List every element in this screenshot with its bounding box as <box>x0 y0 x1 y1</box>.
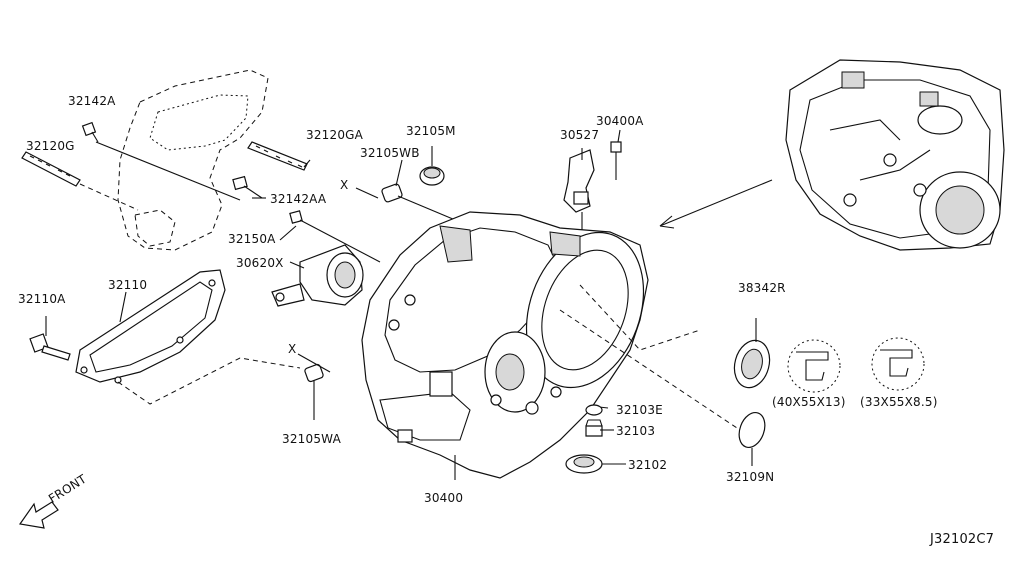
leader-cap <box>559 309 741 431</box>
marker-x-upper: X <box>340 178 349 192</box>
bolt-30400a <box>610 141 622 180</box>
transmission-housing-30400 <box>361 211 649 480</box>
part-label-32109n: 32109N <box>726 470 775 484</box>
part-label-30400a: 30400A <box>596 114 644 128</box>
upper-cover-dashed <box>117 69 269 251</box>
seal-section-a <box>787 339 841 393</box>
release-bearing-30620x <box>271 244 364 307</box>
part-label-32105m: 32105M <box>406 124 456 138</box>
part-label-32120g: 32120G <box>26 139 75 153</box>
dowel-32105wa <box>297 353 331 420</box>
stud-32120g <box>21 151 139 211</box>
leader-seal <box>579 284 701 351</box>
oil-seal-38342r <box>733 318 771 389</box>
leader-32105wb <box>395 159 403 187</box>
washer-32103e <box>585 404 603 416</box>
part-label-32105wb: 32105WB <box>360 146 420 160</box>
plug-32105m <box>419 166 445 186</box>
part-label-30620x: 30620X <box>236 256 284 270</box>
leader-32150a <box>279 225 297 241</box>
seal-size-b: (33X55X8.5) <box>860 395 938 409</box>
seal-section-b <box>871 337 925 391</box>
marker-x-lower: X <box>288 342 297 356</box>
stud-32120ga <box>247 141 311 171</box>
part-label-38342r: 38342R <box>738 281 786 295</box>
transmission-assembly-overview <box>785 59 1005 251</box>
diagram-code: J32102C7 <box>930 532 995 547</box>
plug-32103 <box>585 419 603 437</box>
assembly-pointer-arrow <box>659 179 773 229</box>
part-label-32120ga: 32120GA <box>306 128 364 142</box>
part-label-32102: 32102 <box>628 458 668 472</box>
part-label-30400: 30400 <box>424 491 464 505</box>
bolt-32142a <box>81 121 241 201</box>
dowel-32105wb <box>355 183 461 223</box>
seal-32102 <box>565 454 603 474</box>
front-arrow-icon <box>18 501 59 529</box>
part-label-30527: 30527 <box>560 128 600 142</box>
cap-32109n <box>738 411 766 466</box>
cover-plate-32110 <box>75 269 301 405</box>
bracket-30527 <box>563 149 595 232</box>
leader-30400a <box>617 129 621 143</box>
part-label-32105wa: 32105WA <box>282 432 341 446</box>
bolt-32142aa <box>232 175 263 199</box>
leader-32110 <box>119 291 127 323</box>
part-label-32110a: 32110A <box>18 292 66 306</box>
part-label-32110: 32110 <box>108 278 148 292</box>
bolt-32150a <box>289 210 381 263</box>
part-label-32103: 32103 <box>616 424 656 438</box>
part-label-32103e: 32103E <box>616 403 663 417</box>
leader-30620x <box>289 261 305 269</box>
seal-size-a: (40X55X13) <box>772 395 846 409</box>
part-label-32142a: 32142A <box>68 94 116 108</box>
bolt-32110a <box>29 333 71 361</box>
part-label-32150a: 32150A <box>228 232 276 246</box>
part-label-32142aa: 32142AA <box>270 192 327 206</box>
